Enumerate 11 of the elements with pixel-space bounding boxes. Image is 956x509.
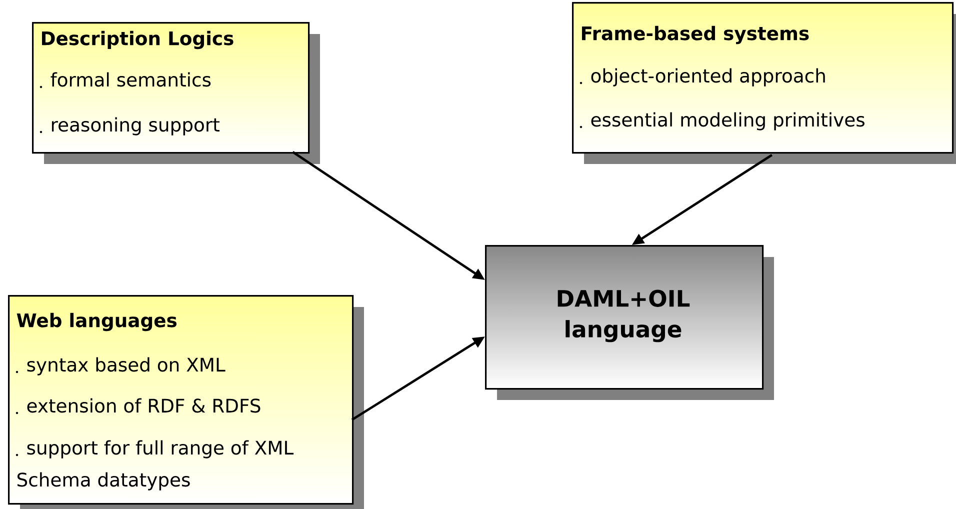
heading: Web languages <box>16 312 176 332</box>
bullet-text: support for full range of XML Schema datatypes <box>18 440 294 490</box>
bullet-text: formal semantics <box>50 72 211 87</box>
bullet-text: object-oriented approach <box>591 68 825 86</box>
heading: Description Logics <box>42 30 234 50</box>
heading: Frame-based systems <box>582 26 809 44</box>
bullet-text: reasoning support <box>52 117 220 136</box>
language-label: DAML+OIL language <box>558 290 690 342</box>
bullet-text: syntax based on XML <box>27 357 226 376</box>
bullet-text: extension of RDF & RDFS <box>27 398 260 413</box>
bullet-text: essential modeling primitives <box>591 112 864 130</box>
